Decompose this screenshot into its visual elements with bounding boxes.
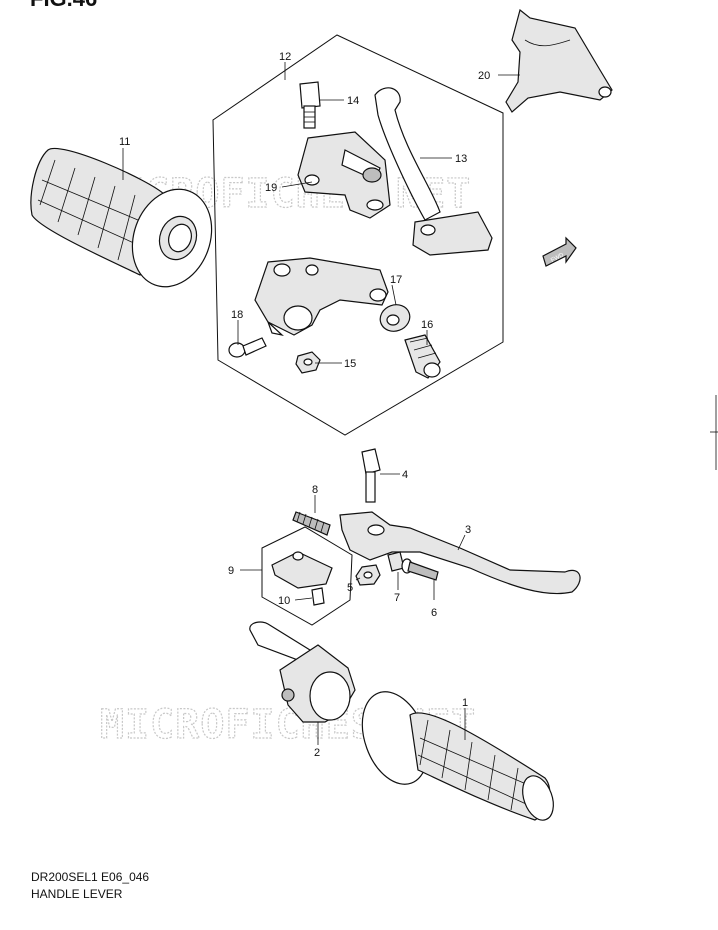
part-9-switch-assembly bbox=[261, 526, 353, 626]
callout-16: 16 bbox=[421, 319, 433, 331]
callout-3: 3 bbox=[465, 524, 471, 536]
part-11-left-grip bbox=[30, 147, 213, 288]
part-8-spring bbox=[292, 511, 331, 536]
callout-13: 13 bbox=[455, 153, 467, 165]
master-cylinder-body bbox=[254, 257, 389, 337]
callout-8: 8 bbox=[312, 484, 318, 496]
callout-9: 9 bbox=[228, 565, 234, 577]
callout-4: 4 bbox=[402, 469, 408, 481]
fwd-arrow: FWD bbox=[542, 236, 577, 267]
part-20-cover bbox=[505, 8, 613, 113]
part-13-brake-lever bbox=[374, 87, 493, 256]
callout-10: 10 bbox=[278, 595, 290, 607]
figure-code: DR200SEL1 E06_046 bbox=[31, 870, 150, 884]
figure-title: FIG.46 bbox=[30, 0, 97, 11]
callout-20: 20 bbox=[478, 70, 490, 82]
callout-12: 12 bbox=[279, 51, 291, 63]
part-14-bolt bbox=[299, 81, 321, 129]
part-15-nut bbox=[295, 351, 321, 374]
part-1-right-grip bbox=[361, 691, 554, 821]
callout-18: 18 bbox=[231, 309, 243, 321]
part-7-clip bbox=[387, 551, 405, 572]
callout-14: 14 bbox=[347, 95, 359, 107]
callout-15: 15 bbox=[344, 358, 356, 370]
part-17-adjuster-ring bbox=[379, 304, 411, 332]
callout-19: 19 bbox=[265, 182, 277, 194]
part-2-throttle-housing bbox=[249, 621, 356, 723]
callout-1: 1 bbox=[462, 697, 468, 709]
callout-7: 7 bbox=[394, 592, 400, 604]
part-4-pivot-bolt bbox=[361, 448, 381, 503]
callout-5: 5 bbox=[347, 582, 353, 594]
figure-name: HANDLE LEVER bbox=[31, 887, 123, 901]
leader-lines bbox=[122, 62, 520, 745]
part-5-nut bbox=[355, 564, 381, 586]
part-3-clutch-lever bbox=[339, 511, 581, 595]
callout-11: 11 bbox=[119, 136, 130, 148]
callout-6: 6 bbox=[431, 607, 437, 619]
part-18-screw bbox=[228, 337, 267, 358]
assembly-frame-12 bbox=[212, 34, 504, 436]
callout-17: 17 bbox=[390, 274, 402, 286]
part-16-adjuster-bolt bbox=[404, 334, 441, 379]
part-19-bracket bbox=[297, 131, 391, 219]
part-6-screw bbox=[401, 558, 439, 581]
callout-2: 2 bbox=[314, 747, 320, 759]
